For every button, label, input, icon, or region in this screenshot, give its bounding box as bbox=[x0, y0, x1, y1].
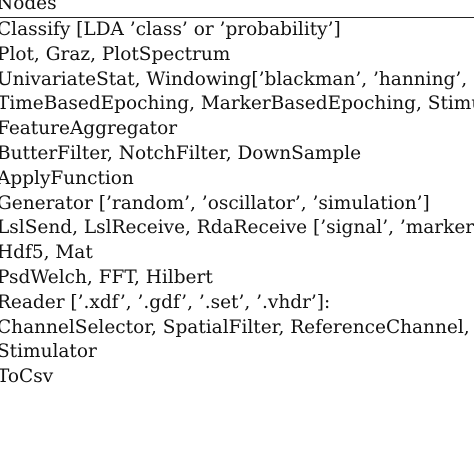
table-row-tocsv: ToCsv bbox=[0, 366, 54, 388]
table-row-lsl: LslSend, LslReceive, RdaReceive [’signal… bbox=[0, 217, 474, 239]
table-row-plot: Plot, Graz, PlotSpectrum bbox=[0, 43, 231, 65]
table-row-apply-function: ApplyFunction bbox=[0, 167, 134, 189]
table-row-feature-aggregator: FeatureAggregator bbox=[0, 118, 178, 140]
table-row-psd: PsdWelch, FFT, Hilbert bbox=[0, 266, 213, 288]
table-row-classify: Classify [LDA ’class’ or ’probability’] bbox=[0, 19, 341, 40]
table-row-channel: ChannelSelector, SpatialFilter, Referenc… bbox=[0, 316, 474, 338]
table-row-univariate: UnivariateStat, Windowing[’blackman’, ’h… bbox=[0, 68, 474, 90]
table-header: Nodes bbox=[0, 0, 474, 18]
table-row-epoching: TimeBasedEpoching, MarkerBasedEpoching, … bbox=[0, 93, 474, 115]
nodes-table: Nodes Classify [LDA ’class’ or ’probabil… bbox=[0, 0, 474, 388]
table-row-filters: ButterFilter, NotchFilter, DownSample bbox=[0, 142, 362, 164]
table-row-generator: Generator [’random’, ’oscillator’, ’simu… bbox=[0, 192, 430, 214]
table-row-hdf5: Hdf5, Mat bbox=[0, 242, 93, 264]
table-row-stimulator: Stimulator bbox=[0, 341, 97, 363]
table-row-reader: Reader [’.xdf’, ’.gdf’, ’.set’, ’.vhdr’]… bbox=[0, 291, 331, 313]
